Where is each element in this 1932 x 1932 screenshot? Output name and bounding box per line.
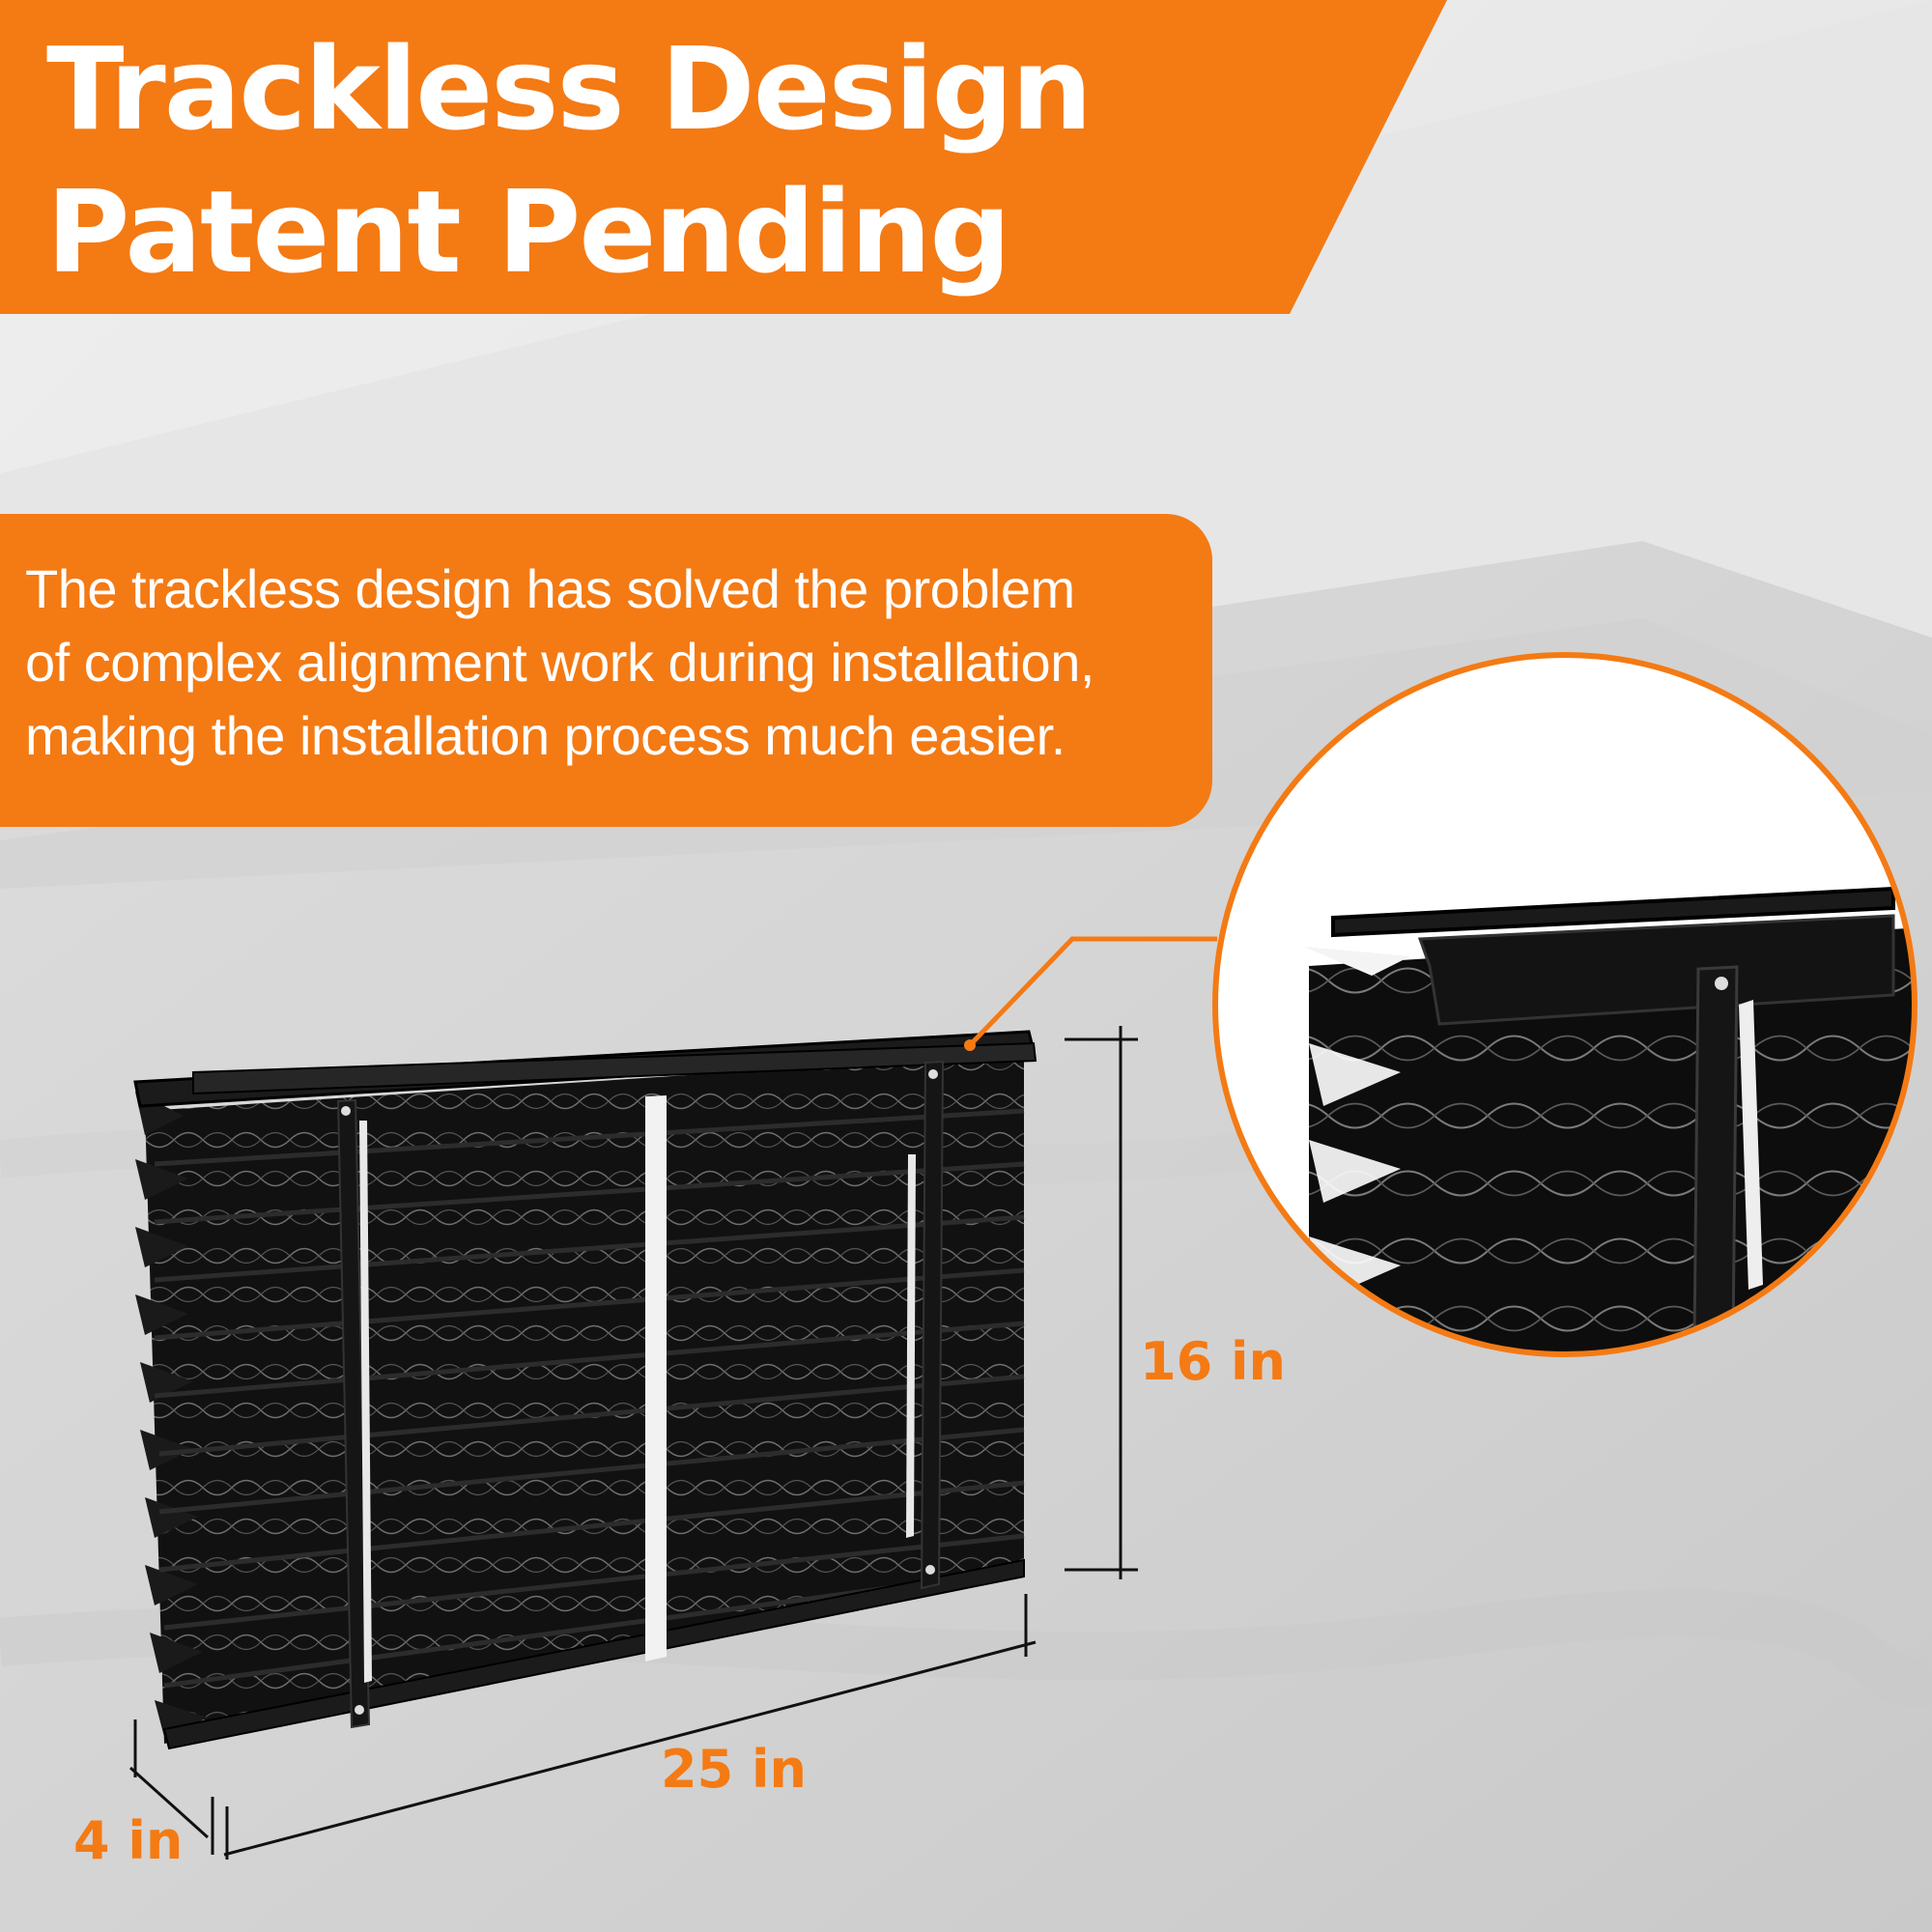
title-line-1: Trackless Design	[46, 22, 1093, 156]
page-title: Trackless Design Patent Pending	[46, 17, 1302, 303]
description-text: The trackless design has solved the prob…	[25, 553, 1204, 773]
dimension-height-label: 16 in	[1140, 1331, 1286, 1392]
leader-line	[968, 936, 1217, 1047]
dimension-depth-label: 4 in	[73, 1810, 184, 1871]
title-banner	[0, 0, 1447, 314]
description-line-3: making the installation process much eas…	[25, 705, 1065, 766]
description-line-2: of complex alignment work during install…	[25, 632, 1094, 693]
title-line-2: Patent Pending	[46, 165, 1011, 298]
description-box	[0, 514, 1212, 827]
dimension-width-label: 25 in	[661, 1739, 807, 1800]
air-filter	[133, 1030, 1037, 1750]
dimension-lines	[128, 1026, 1138, 1860]
zoom-detail	[1212, 652, 1918, 1357]
description-line-1: The trackless design has solved the prob…	[25, 558, 1075, 619]
